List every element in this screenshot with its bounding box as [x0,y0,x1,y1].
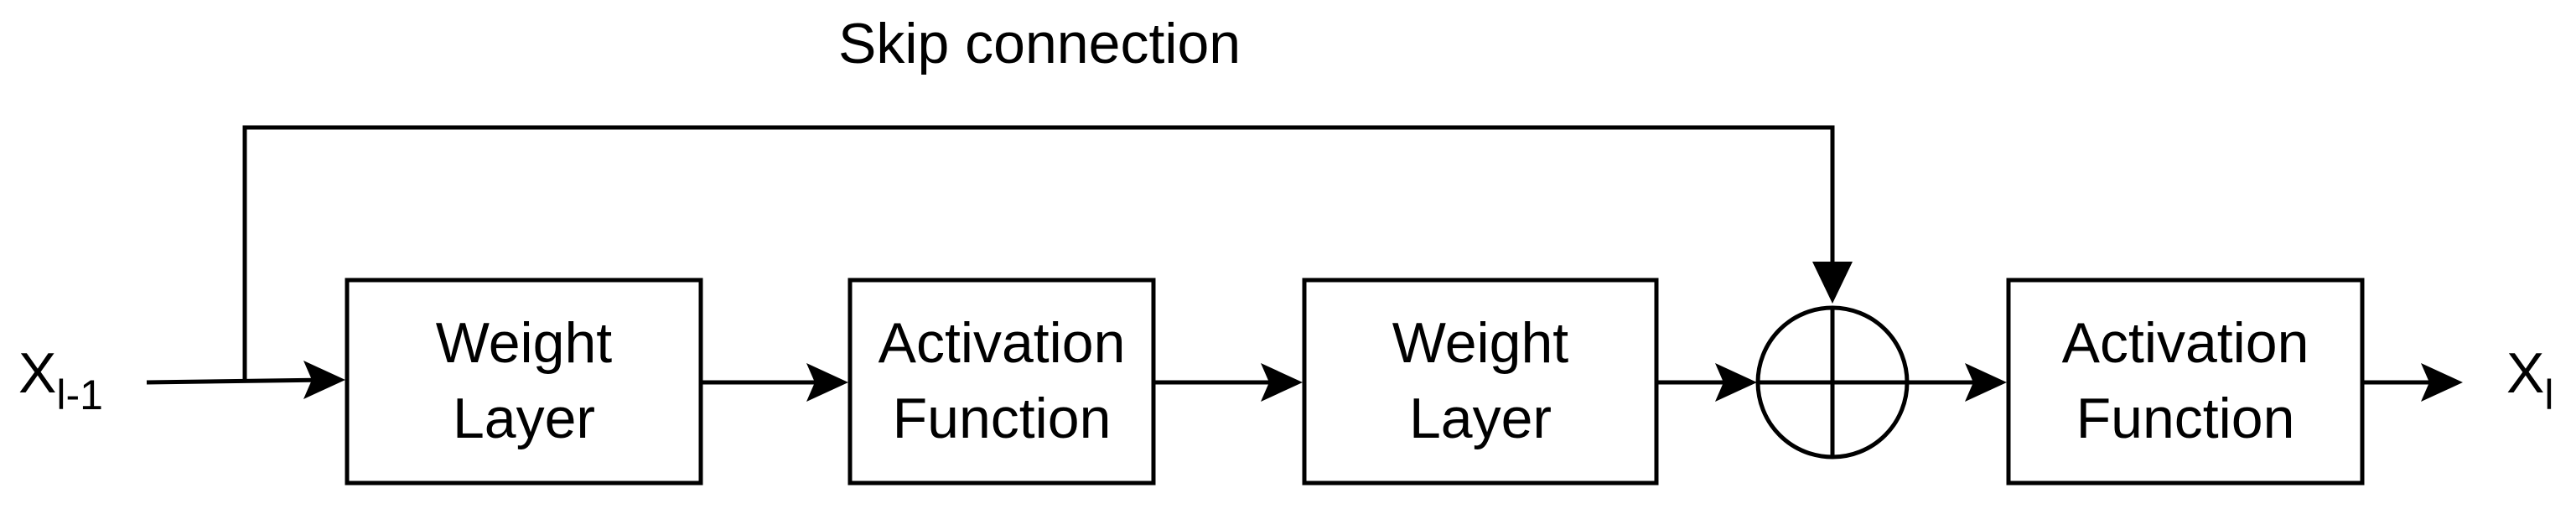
output-label: Xl [2506,341,2553,418]
weight-layer-block-2: Weight Layer [1302,278,1659,486]
block-1-line-2: Layer [453,387,595,450]
addition-node [1755,305,1910,460]
arrowhead-sum-to-block4 [1965,363,2007,402]
skip-connection-label: Skip connection [838,12,1241,75]
output-main: X [2506,341,2544,405]
skip-connection-line [242,125,1835,379]
input-main: X [18,341,56,405]
weight-layer-block-1: Weight Layer [345,278,703,486]
activation-function-block-1: Activation Function [847,278,1156,486]
input-arrow-line [146,377,326,385]
output-arrowhead [2421,363,2463,402]
activation-function-block-2: Activation Function [2006,278,2365,486]
input-label: Xl-1 [18,341,103,418]
arrowhead-block1-to-block2 [806,363,848,402]
block-4-line-1: Activation [2062,311,2309,375]
block-3-line-1: Weight [1392,311,1569,375]
block-2-line-2: Function [893,387,1112,450]
block-1-line-1: Weight [436,311,613,375]
arrowhead-block2-to-block3 [1261,363,1303,402]
output-subscript: l [2544,371,2553,418]
block-2-line-1: Activation [879,311,1126,375]
input-subscript: l-1 [56,371,103,418]
block-3-line-2: Layer [1409,387,1552,450]
input-arrowhead [303,361,345,399]
skip-connection-arrowhead [1812,262,1853,304]
block-4-line-2: Function [2076,387,2295,450]
arrowhead-block3-to-sum [1715,363,1757,402]
